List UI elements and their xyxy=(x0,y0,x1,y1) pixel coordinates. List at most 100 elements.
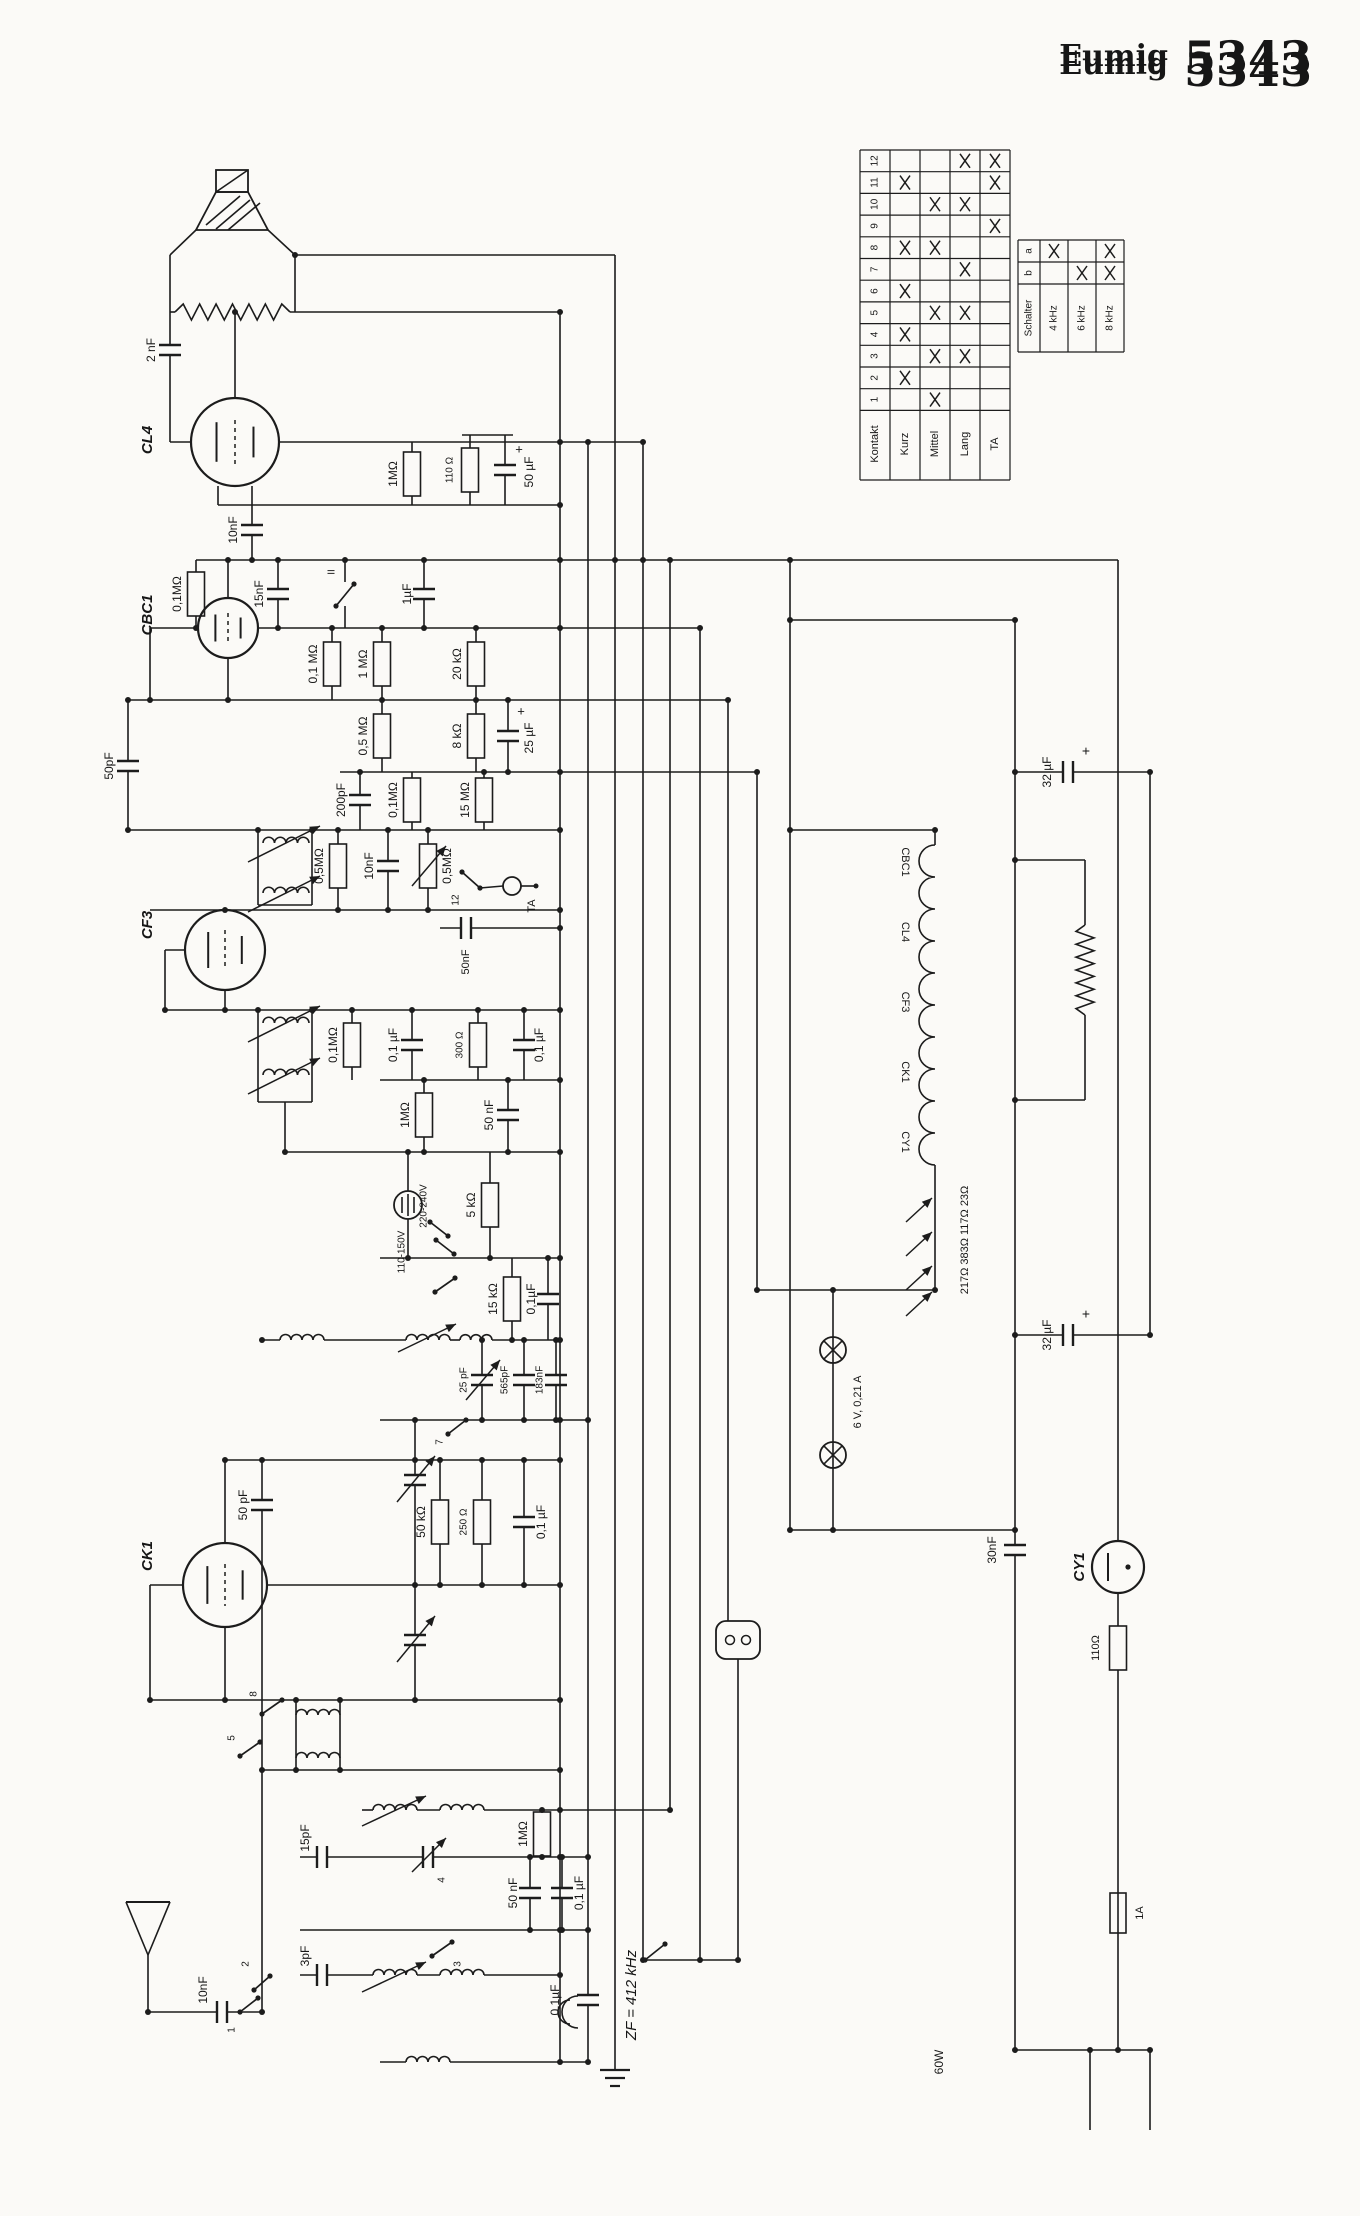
component-label: CY1 xyxy=(1071,1552,1088,1581)
component-label: CL4 xyxy=(899,922,911,942)
component-label: 30nF xyxy=(985,1536,999,1563)
component-label: 32 µF xyxy=(1040,1320,1054,1351)
component-label: CBC1 xyxy=(899,847,911,876)
component-label: 0,1MΩ xyxy=(170,576,184,612)
component-label: ZF = 412 kHz xyxy=(623,1949,640,2041)
component-label: CF3 xyxy=(899,992,911,1013)
component-label: 8 kHz xyxy=(1105,305,1116,331)
component-label: Kurz xyxy=(899,433,911,456)
component-label: 25 pF xyxy=(459,1367,470,1393)
component-label: 220-240V xyxy=(419,1184,430,1228)
component-label: 1MΩ xyxy=(398,1102,412,1128)
component-label: CBC1 xyxy=(139,595,156,636)
component-label: Schalter xyxy=(1024,299,1035,336)
component-label: 20 kΩ xyxy=(450,648,464,680)
component-label: + xyxy=(1082,1306,1090,1322)
component-label: 0,1MΩ xyxy=(326,1027,340,1063)
component-label: 0,1MΩ xyxy=(386,782,400,818)
component-label: 11 xyxy=(870,177,881,188)
component-label: 250 Ω xyxy=(459,1508,470,1535)
component-label: 1 xyxy=(870,396,881,402)
component-label: CF3 xyxy=(139,910,156,939)
component-label: 8 xyxy=(249,1691,260,1697)
dial-lamp-icon xyxy=(819,1336,847,1469)
tube-cy1 xyxy=(1090,1539,1146,1595)
component-label: 110-150V xyxy=(397,1230,408,1273)
component-label: 0,1 µF xyxy=(386,1028,400,1062)
component-label: 7 xyxy=(435,1439,446,1445)
component-label: 10nF xyxy=(226,516,240,543)
component-label: 6 V, 0,21 A xyxy=(852,1375,864,1428)
component-label: 6 kHz xyxy=(1077,305,1088,331)
component-label: 1µF xyxy=(400,584,414,605)
component-label: 10 xyxy=(870,198,881,210)
component-label: 15 MΩ xyxy=(458,782,472,818)
component-label: 7 xyxy=(870,266,881,272)
component-label: 2 xyxy=(870,375,881,381)
component-label: 2 nF xyxy=(144,338,158,362)
component-label: 3pF xyxy=(298,1946,312,1967)
component-label: b xyxy=(1024,270,1035,276)
component-label: 50 pF xyxy=(236,1490,250,1521)
component-label: 0,1 µF xyxy=(572,1876,586,1910)
component-label: 1MΩ xyxy=(386,461,400,487)
component-label: 32 µF xyxy=(1040,757,1054,788)
component-label: 10nF xyxy=(196,1976,210,2003)
brand-title: Eumig xyxy=(1059,39,1168,74)
component-label: 12 xyxy=(451,894,462,906)
component-label: 50 µF xyxy=(522,457,536,488)
component-label: 12 xyxy=(870,155,881,167)
component-label: 110 Ω xyxy=(445,456,456,483)
component-label: 10nF xyxy=(362,852,376,879)
mains-connector-icon xyxy=(715,1620,761,1660)
tube-cbc1 xyxy=(196,596,260,660)
component-label: + xyxy=(515,441,523,456)
component-label: 1A xyxy=(1134,1906,1146,1920)
component-label: 50 nF xyxy=(506,1878,520,1909)
component-label: TA xyxy=(526,899,538,913)
component-label: Kontakt xyxy=(869,425,881,462)
component-label: Mittel xyxy=(929,431,941,457)
tube-cl4 xyxy=(189,396,281,488)
component-label: 9 xyxy=(870,223,881,229)
component-label: 200pF xyxy=(334,783,348,817)
component-label: 0,1 µF xyxy=(532,1028,546,1062)
component-label: 0,1 µF xyxy=(534,1505,548,1539)
tube-ck1 xyxy=(181,1541,269,1629)
component-label: CY1 xyxy=(899,1131,911,1152)
component-label: Lang xyxy=(959,432,971,456)
component-label: 50 nF xyxy=(482,1100,496,1131)
component-label: 0,5 MΩ xyxy=(356,716,370,755)
component-label: 0,1µF xyxy=(524,1284,538,1315)
component-label: 183nF xyxy=(535,1366,546,1394)
component-label: 5 xyxy=(870,310,881,316)
component-label: 0,5MΩ xyxy=(440,848,454,884)
component-label: + xyxy=(517,703,525,718)
component-label: 50 kΩ xyxy=(414,1506,428,1538)
model-number: 5343 xyxy=(1184,31,1312,85)
component-label: 25 µF xyxy=(522,723,536,754)
component-label: 1MΩ xyxy=(516,1821,530,1847)
component-label: 8 kΩ xyxy=(450,723,464,748)
tube-cf3 xyxy=(183,908,267,992)
component-label: 6 xyxy=(870,288,881,294)
component-label: CK1 xyxy=(899,1061,911,1082)
component-label: + xyxy=(1082,743,1090,759)
component-label: 1 MΩ xyxy=(356,649,370,678)
component-label: 5 xyxy=(227,1735,238,1741)
component-label: 5 kΩ xyxy=(464,1192,478,1217)
ground-icon xyxy=(600,2068,630,2088)
fuse-icon xyxy=(1109,1892,1127,1934)
component-label: 8 xyxy=(870,244,881,250)
component-label: 15 kΩ xyxy=(486,1283,500,1315)
component-label: 4 xyxy=(437,1877,448,1883)
component-label: 15pF xyxy=(298,1824,312,1851)
component-label: 50nF xyxy=(460,949,472,974)
component-label: 565pF xyxy=(500,1366,511,1394)
component-label: 4 kHz xyxy=(1049,305,1060,331)
